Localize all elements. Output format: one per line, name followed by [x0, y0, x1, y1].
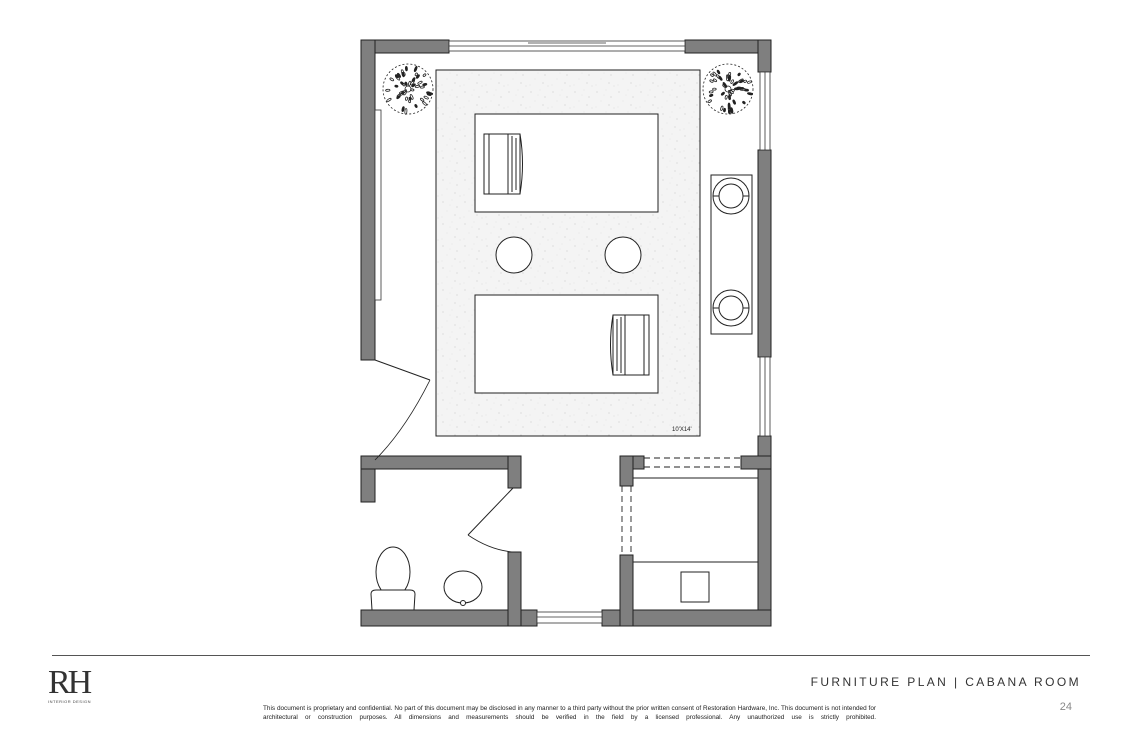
wall-bath-right-upper	[507, 455, 522, 489]
wall-bath-top	[360, 455, 522, 470]
wall-right-1	[757, 39, 772, 73]
windows	[374, 40, 771, 624]
wall-left-upper	[360, 39, 376, 361]
side-table-right	[604, 236, 642, 274]
disclaimer-text: This document is proprietary and confide…	[263, 705, 876, 721]
sink	[443, 570, 483, 606]
wall-closet-left-upper	[619, 455, 634, 487]
footer-rule	[52, 655, 1090, 656]
chaise-lounge-upper	[474, 113, 659, 213]
wall-bath-right-lower	[507, 551, 522, 627]
console-with-lamps	[710, 174, 753, 335]
closet-box	[680, 571, 710, 603]
window-left-inner	[374, 109, 382, 301]
toilet	[370, 546, 416, 611]
closet-openings	[621, 457, 741, 555]
logo-mark: RH	[48, 664, 92, 701]
floor-plan: 10'X14'	[360, 39, 772, 627]
closet	[633, 477, 758, 603]
page-number: 24	[1059, 701, 1072, 713]
rh-logo: RH INTERIOR DESIGN	[48, 664, 102, 708]
window-bottom	[536, 611, 603, 624]
bath-door	[467, 487, 514, 553]
wall-closet-top-right	[740, 455, 772, 470]
side-table-left	[495, 236, 533, 274]
logo-subtitle: INTERIOR DESIGN	[48, 699, 92, 704]
chaise-lounge-lower	[474, 294, 659, 394]
page-title: FURNITURE PLAN | CABANA ROOM	[810, 675, 1081, 689]
plant-left	[382, 63, 434, 115]
walls	[360, 39, 772, 627]
doors	[374, 359, 741, 555]
wall-closet-left-lower	[619, 554, 634, 627]
rug-size-label: 10'X14'	[672, 427, 692, 433]
entry-door	[374, 359, 431, 461]
plant-right	[702, 63, 754, 115]
wall-right-2	[757, 149, 772, 358]
